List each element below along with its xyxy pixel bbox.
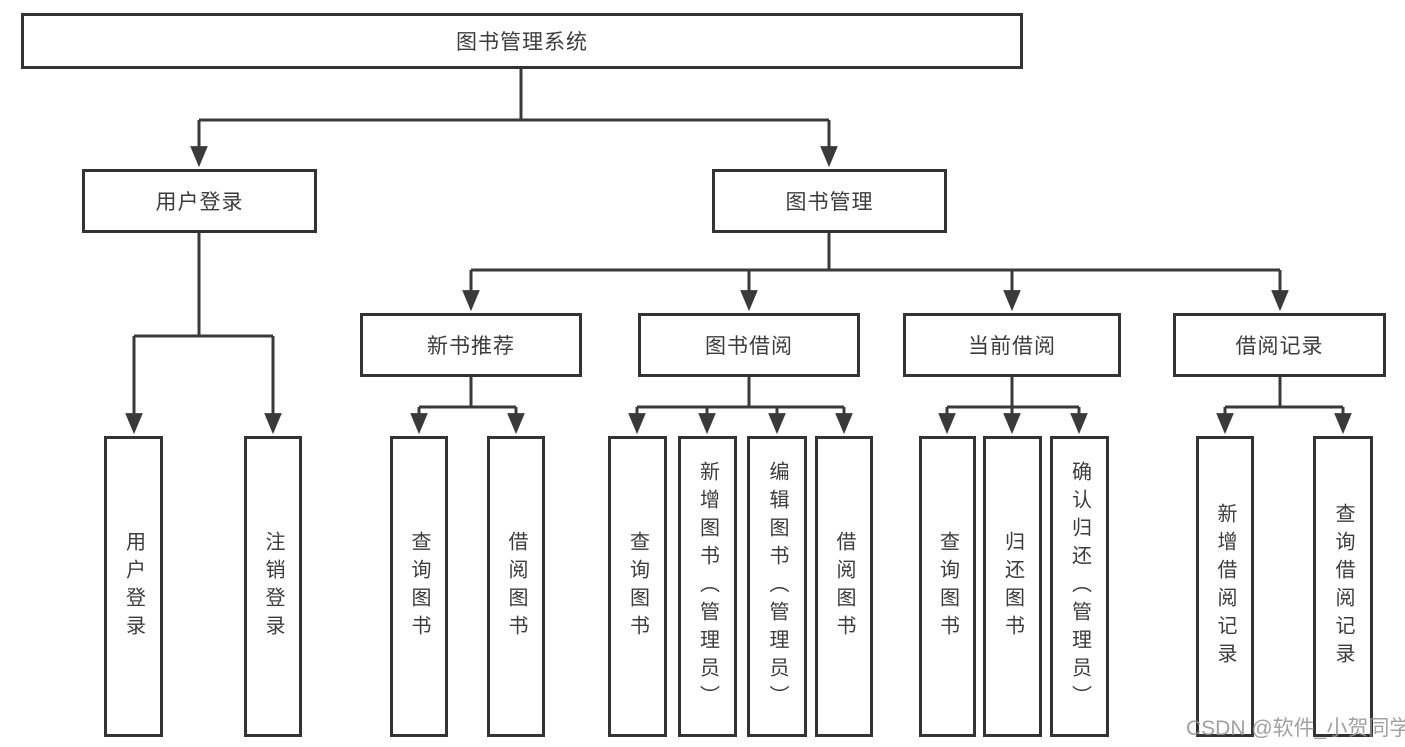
- node-current-borrowing: 当前借阅: [903, 313, 1121, 377]
- leaf-label: 借阅图书: [505, 530, 527, 643]
- leaf-label: 借阅图书: [833, 530, 855, 643]
- leaf-borrow-books-recommend: 借阅图书: [487, 436, 545, 737]
- leaf-label: 编辑图书（管理员）: [766, 460, 788, 713]
- leaf-label: 查询图书: [626, 530, 649, 643]
- node-book-borrowing: 图书借阅: [638, 313, 860, 377]
- node-label: 用户登录: [155, 191, 244, 214]
- node-label: 图书借阅: [705, 335, 793, 358]
- leaf-edit-books-admin: 编辑图书（管理员）: [747, 436, 807, 737]
- node-borrowing-records: 借阅记录: [1173, 313, 1386, 377]
- leaf-user-login: 用户登录: [104, 436, 163, 737]
- leaf-logout: 注销登录: [244, 436, 302, 737]
- leaf-label: 查询借阅记录: [1332, 502, 1354, 671]
- leaf-label: 用户登录: [122, 530, 145, 643]
- leaf-query-books-current: 查询图书: [919, 436, 976, 737]
- leaf-label: 归还图书: [1001, 530, 1024, 643]
- leaf-label: 查询图书: [408, 530, 430, 643]
- leaf-label: 新增图书（管理员）: [696, 460, 719, 713]
- leaf-confirm-return-admin: 确认归还（管理员）: [1050, 436, 1109, 737]
- node-label: 图书管理: [785, 191, 874, 214]
- node-label: 当前借阅: [968, 335, 1056, 358]
- leaf-add-books-admin: 新增图书（管理员）: [678, 436, 737, 737]
- leaf-label: 查询图书: [936, 530, 959, 643]
- leaf-label: 确认归还（管理员）: [1068, 460, 1091, 713]
- node-user-login: 用户登录: [82, 169, 317, 233]
- node-library-management-system: 图书管理系统: [21, 13, 1023, 69]
- node-label: 图书管理系统: [456, 31, 588, 54]
- leaf-return-books: 归还图书: [983, 436, 1042, 737]
- leaf-borrow-books: 借阅图书: [815, 436, 873, 737]
- leaf-query-books-borrow: 查询图书: [608, 436, 667, 737]
- leaf-add-borrow-record: 新增借阅记录: [1196, 436, 1254, 737]
- leaf-label: 新增借阅记录: [1214, 502, 1236, 671]
- leaf-query-books-recommend: 查询图书: [390, 436, 448, 737]
- node-new-book-recommendation: 新书推荐: [360, 313, 582, 377]
- node-label: 借阅记录: [1235, 335, 1324, 358]
- csdn-watermark: CSDN @软件_小贺同学: [1186, 717, 1405, 740]
- node-label: 新书推荐: [427, 335, 515, 358]
- leaf-label: 注销登录: [262, 530, 284, 643]
- leaf-query-borrow-record: 查询借阅记录: [1313, 436, 1373, 737]
- node-book-management: 图书管理: [712, 169, 947, 233]
